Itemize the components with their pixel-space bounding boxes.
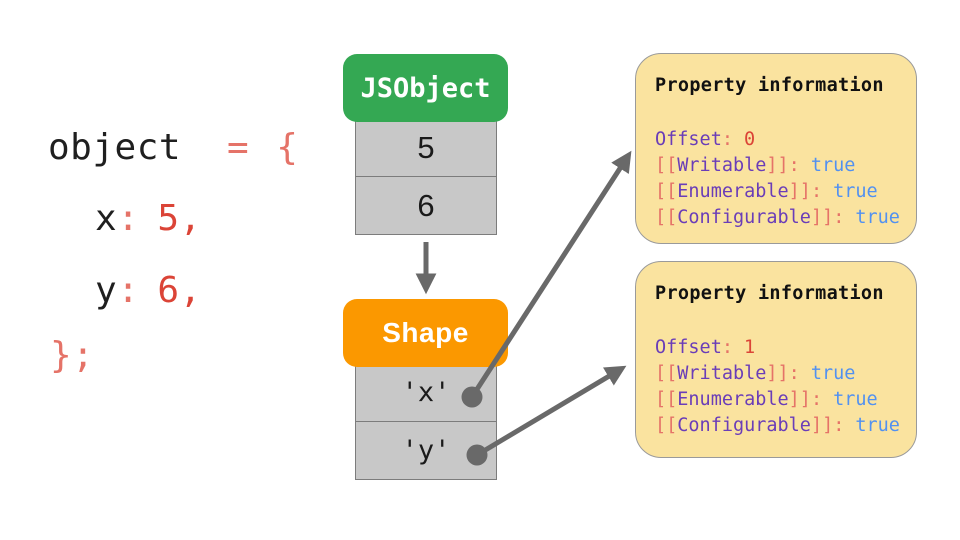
bracket-close: ]] (788, 181, 811, 202)
code-close-brace: }; (50, 335, 95, 376)
bracket-close: ]] (788, 389, 811, 410)
attribute-name: Enumerable (677, 181, 789, 202)
attribute-value: true (810, 363, 856, 384)
offset-line: Offset:0 (655, 127, 916, 153)
jsobject-cells: 5 6 (355, 118, 497, 235)
attribute-line-enumerable: [[Enumerable]]: true (655, 179, 916, 205)
attribute-name: Configurable (677, 207, 811, 228)
offset-value: 0 (743, 129, 756, 150)
bracket-close: ]] (810, 207, 834, 228)
code-colon: : (117, 198, 140, 239)
code-open-brace: { (276, 127, 299, 168)
code-value-6: 6, (157, 270, 202, 311)
attribute-value: true (833, 389, 878, 410)
bracket-open: [[ (655, 155, 678, 176)
code-prop-y: y (95, 270, 118, 311)
colon: : (721, 129, 733, 150)
code-line-x: x:5, (95, 201, 202, 237)
bracket-open: [[ (655, 389, 678, 410)
bracket-open: [[ (655, 207, 678, 228)
property-info-title: Property information (655, 75, 884, 96)
offset-value: 1 (743, 337, 756, 358)
offset-label: Offset (655, 129, 722, 150)
colon: : (810, 389, 823, 410)
offset-label: Offset (655, 337, 722, 358)
attribute-value: true (855, 415, 900, 436)
shape-header: Shape (343, 299, 508, 367)
property-info-title: Property information (655, 283, 884, 304)
property-info-lines: Offset:1 [[Writable]]:true [[Enumerable]… (655, 335, 916, 439)
attribute-line-writable: [[Writable]]: true (655, 361, 916, 387)
property-info-box-0: Property information Offset:0 [[Writable… (635, 53, 917, 244)
jsobject-cell-0: 5 (355, 118, 497, 177)
bracket-open: [[ (655, 363, 678, 384)
code-line-y: y:6, (95, 273, 202, 309)
colon: : (833, 207, 845, 228)
code-prop-x: x (95, 198, 118, 239)
code-colon: : (117, 270, 140, 311)
bracket-close: ]] (810, 415, 834, 436)
shape-cells: 'x' 'y' (355, 363, 497, 480)
shape-cell-y: 'y' (355, 421, 497, 480)
attribute-value: true (810, 155, 856, 176)
colon: : (788, 155, 800, 176)
code-object-name: object (48, 127, 182, 168)
bracket-open: [[ (655, 415, 678, 436)
attribute-line-writable: [[Writable]]: true (655, 153, 916, 179)
jsobject-cell-1: 6 (355, 176, 497, 235)
colon: : (721, 337, 733, 358)
bracket-close: ]] (766, 363, 789, 384)
code-assign-operator: = (227, 127, 250, 168)
code-value-5: 5, (157, 198, 202, 239)
shape-cell-x: 'x' (355, 363, 497, 422)
bracket-open: [[ (655, 181, 678, 202)
jsobject-header: JSObject (343, 54, 508, 122)
attribute-line-configurable: [[Configurable]]: true (655, 205, 916, 231)
colon: : (788, 363, 800, 384)
y-to-property1-arrow (475, 365, 627, 458)
attribute-line-enumerable: [[Enumerable]]: true (655, 387, 916, 413)
colon: : (833, 415, 845, 436)
code-line-object: object = { (48, 130, 298, 166)
offset-line: Offset:1 (655, 335, 916, 361)
attribute-value: true (855, 207, 900, 228)
attribute-name: Writable (677, 363, 767, 384)
bracket-close: ]] (766, 155, 789, 176)
property-info-lines: Offset:0 [[Writable]]:true [[Enumerable]… (655, 127, 916, 231)
attribute-name: Writable (677, 155, 767, 176)
attribute-name: Enumerable (677, 389, 789, 410)
property-info-box-1: Property information Offset:1 [[Writable… (635, 261, 917, 458)
attribute-name: Configurable (677, 415, 811, 436)
colon: : (810, 181, 823, 202)
attribute-value: true (833, 181, 878, 202)
attribute-line-configurable: [[Configurable]]: true (655, 413, 916, 439)
